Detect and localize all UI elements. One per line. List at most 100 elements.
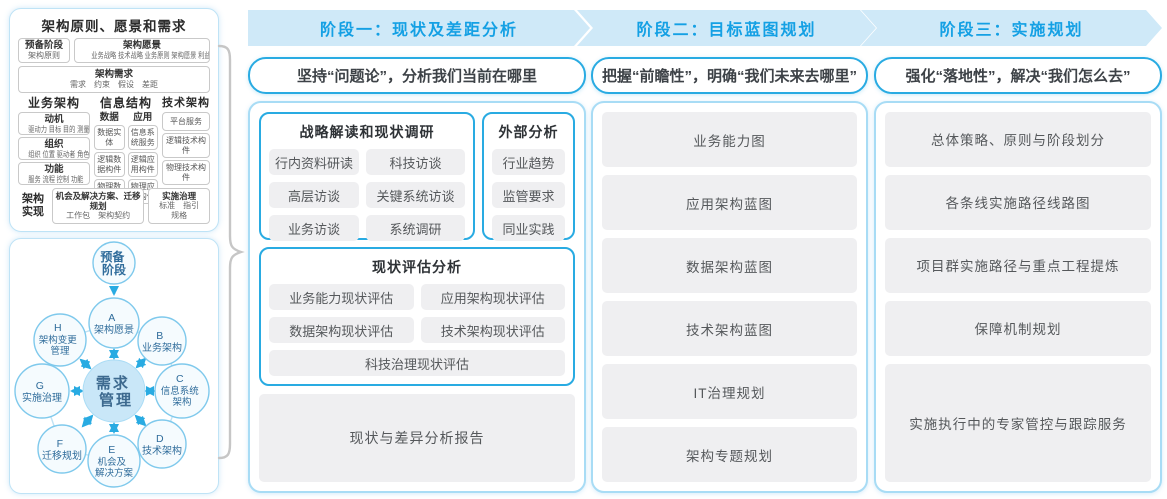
phase3-item: 实施执行中的专家管控与跟踪服务 xyxy=(885,363,1151,482)
data-subtitle: 数据 xyxy=(99,112,119,123)
requirements-title: 架构需求 xyxy=(94,69,133,80)
phase1-header-band: 阶段一：现状及差距分析 xyxy=(248,10,590,46)
phase1-header-text: 阶段一：现状及差距分析 xyxy=(319,22,518,39)
phase3-header-band: 阶段三：实施规划 xyxy=(861,10,1162,46)
technology-column-title: 技术架构 xyxy=(162,97,210,109)
external-item: 行业趋势 xyxy=(491,149,565,175)
phase2-item: 业务能力图 xyxy=(602,112,857,167)
phase2-item: 架构专题规划 xyxy=(602,427,857,482)
assessment-item: 应用架构现状评估 xyxy=(420,284,565,310)
physical-tech-box: 物理技术构件 xyxy=(162,160,210,185)
node-c-circle xyxy=(154,363,210,419)
information-structure-column: 信息结构 数据 数据实体 逻辑数据构件 物理数据构件 应用 信息系统服务 逻辑应… xyxy=(94,96,158,204)
business-column-title: 业务架构 xyxy=(27,96,80,110)
node-c-text: C 信息系统 架构 xyxy=(161,369,203,408)
assessment-box: 现状评估分析 业务能力现状评估 应用架构现状评估 数据架构现状评估 技术架构现状… xyxy=(259,247,575,386)
adm-cycle-panel: 预备 阶段 需求 管理 A 架构愿景 B 业务架构 C 信息系统 xyxy=(9,238,219,494)
external-analysis-box: 外部分析 行业趋势 监管要求 同业实践 xyxy=(481,112,575,241)
phase2-item: 数据架构蓝图 xyxy=(602,238,857,293)
node-h-text: H 架构变更 管理 xyxy=(39,318,81,357)
prep-phase-box: 预备阶段 架构原则 xyxy=(18,38,70,63)
external-item: 监管要求 xyxy=(491,182,565,208)
phase3-item: 各条线实施路径线路图 xyxy=(885,174,1151,230)
survey-item: 科技访谈 xyxy=(366,149,465,175)
requirements-management-text: 需求 管理 xyxy=(96,374,136,409)
node-g-circle xyxy=(14,363,70,419)
assessment-item: 业务能力现状评估 xyxy=(269,284,414,310)
center-h-arrow xyxy=(79,358,92,370)
function-items: 服务 流程 控制 功能 xyxy=(28,175,84,184)
opportunities-migration-box: 机会及解决方案、迁移规划 工作包 架构契约 xyxy=(52,188,145,224)
business-architecture-column: 业务架构 动机 驱动力 目标 目的 测量 组织 组织 位置 驱动者 角色 功能 … xyxy=(18,96,90,185)
phase2-header-band: 阶段二：目标蓝图规划 xyxy=(577,10,876,46)
motivation-items: 驱动力 目标 目的 测量 xyxy=(28,125,90,134)
phase1-container: 战略解读和现状调研 行内资料研读 科技访谈 高层访谈 关键系统访谈 业务访谈 系… xyxy=(248,101,586,493)
motivation-box: 动机 驱动力 目标 目的 测量 xyxy=(18,112,90,135)
prep-phase-label: 预备阶段 xyxy=(24,40,63,51)
phase3-item: 项目群实施路径与重点工程提炼 xyxy=(885,237,1151,293)
phase1-subtitle: 坚持“问题论”，分析我们当前在哪里 xyxy=(248,57,586,94)
framework-title: 架构原则、愿景和需求 xyxy=(41,19,187,34)
gap-analysis-report-box: 现状与差异分析报告 xyxy=(259,394,575,482)
survey-item: 系统调研 xyxy=(366,215,465,241)
phase2-item: IT治理规划 xyxy=(602,364,857,419)
logical-data-box: 逻辑数据构件 xyxy=(94,152,125,177)
application-subcolumn: 应用 信息系统服务 逻辑应用构件 物理应用构件 xyxy=(127,112,158,204)
node-d-circle xyxy=(137,419,187,469)
assessment-item: 技术架构现状评估 xyxy=(420,317,565,343)
logical-app-box: 逻辑应用构件 xyxy=(127,152,158,177)
survey-item: 高层访谈 xyxy=(269,182,360,208)
assessment-item: 科技治理现状评估 xyxy=(269,350,565,376)
left-to-phases-brace xyxy=(217,44,245,460)
phase2-header-text: 阶段二：目标蓝图规划 xyxy=(636,22,817,39)
node-h-circle xyxy=(33,313,87,367)
node-a-text: A 架构愿景 xyxy=(94,308,134,336)
phase2-container: 业务能力图 应用架构蓝图 数据架构蓝图 技术架构蓝图 IT治理规划 架构专题规划 xyxy=(591,101,868,493)
phase3-container: 总体策略、原则与阶段划分 各条线实施路径线路图 项目群实施路径与重点工程提炼 保… xyxy=(874,101,1162,493)
assessment-item: 数据架构现状评估 xyxy=(269,317,414,343)
opportunities-title: 机会及解决方案、迁移规划 xyxy=(55,191,141,211)
external-box-title: 外部分析 xyxy=(498,124,559,140)
opportunities-items: 工作包 架构契约 xyxy=(66,211,131,220)
node-f-circle xyxy=(37,424,87,474)
requirements-management-circle xyxy=(82,359,146,423)
node-b-circle xyxy=(137,316,187,366)
info-system-service-box: 信息系统服务 xyxy=(127,125,158,150)
node-a-circle xyxy=(88,297,140,349)
prep-phase-circle xyxy=(92,241,136,285)
information-column-title: 信息结构 xyxy=(99,96,152,110)
phase3-header-text: 阶段三：实施规划 xyxy=(939,22,1084,39)
architecture-implementation-label: 架构 实现 xyxy=(22,193,44,218)
phase3-subtitle: 强化“落地性”，解决“我们怎么去” xyxy=(874,57,1162,94)
node-e-circle xyxy=(87,434,141,488)
phase2-subtitle: 把握“前瞻性”，明确“我们未来去哪里” xyxy=(591,57,868,94)
phase3-item: 保障机制规划 xyxy=(885,300,1151,356)
technology-architecture-column: 技术架构 平台服务 逻辑技术构件 物理技术构件 xyxy=(162,96,210,185)
data-subcolumn: 数据 数据实体 逻辑数据构件 物理数据构件 xyxy=(94,112,125,204)
architecture-vision-box: 架构愿景 业务战略 技术战略 业务原则 架构愿景 利益相关者 xyxy=(74,38,210,63)
implementation-governance-box: 实施治理 标准 指引 规格 xyxy=(148,188,210,224)
governance-items: 标准 指引 规格 xyxy=(159,201,208,220)
governance-title: 实施治理 xyxy=(162,191,197,201)
phase2-item: 技术架构蓝图 xyxy=(602,301,857,356)
external-item: 同业实践 xyxy=(491,215,565,241)
data-entity-box: 数据实体 xyxy=(94,125,125,150)
survey-box-title: 战略解读和现状调研 xyxy=(299,124,435,140)
survey-box: 战略解读和现状调研 行内资料研读 科技访谈 高层访谈 关键系统访谈 业务访谈 系… xyxy=(259,112,475,241)
architecture-framework-panel: 架构原则、愿景和需求 预备阶段 架构原则 架构愿景 业务战略 技术战略 业务原则… xyxy=(9,8,219,232)
survey-item: 业务访谈 xyxy=(269,215,360,241)
node-b-text: B 业务架构 xyxy=(142,326,182,354)
function-box: 功能 服务 流程 控制 功能 xyxy=(18,162,90,185)
center-b-arrow xyxy=(135,357,147,369)
motivation-title: 动机 xyxy=(44,114,64,125)
center-f-arrow xyxy=(81,414,94,428)
node-d-text: D 技术架构 xyxy=(142,429,182,457)
organization-items: 组织 位置 驱动者 角色 xyxy=(28,150,90,159)
organization-title: 组织 xyxy=(44,139,64,150)
center-d-arrow xyxy=(134,414,147,427)
organization-box: 组织 组织 位置 驱动者 角色 xyxy=(18,137,90,160)
application-subtitle: 应用 xyxy=(133,112,153,123)
adm-cycle-diagram: 预备 阶段 需求 管理 A 架构愿景 B 业务架构 C 信息系统 xyxy=(14,241,210,488)
node-g-text: G 实施治理 xyxy=(22,376,62,404)
